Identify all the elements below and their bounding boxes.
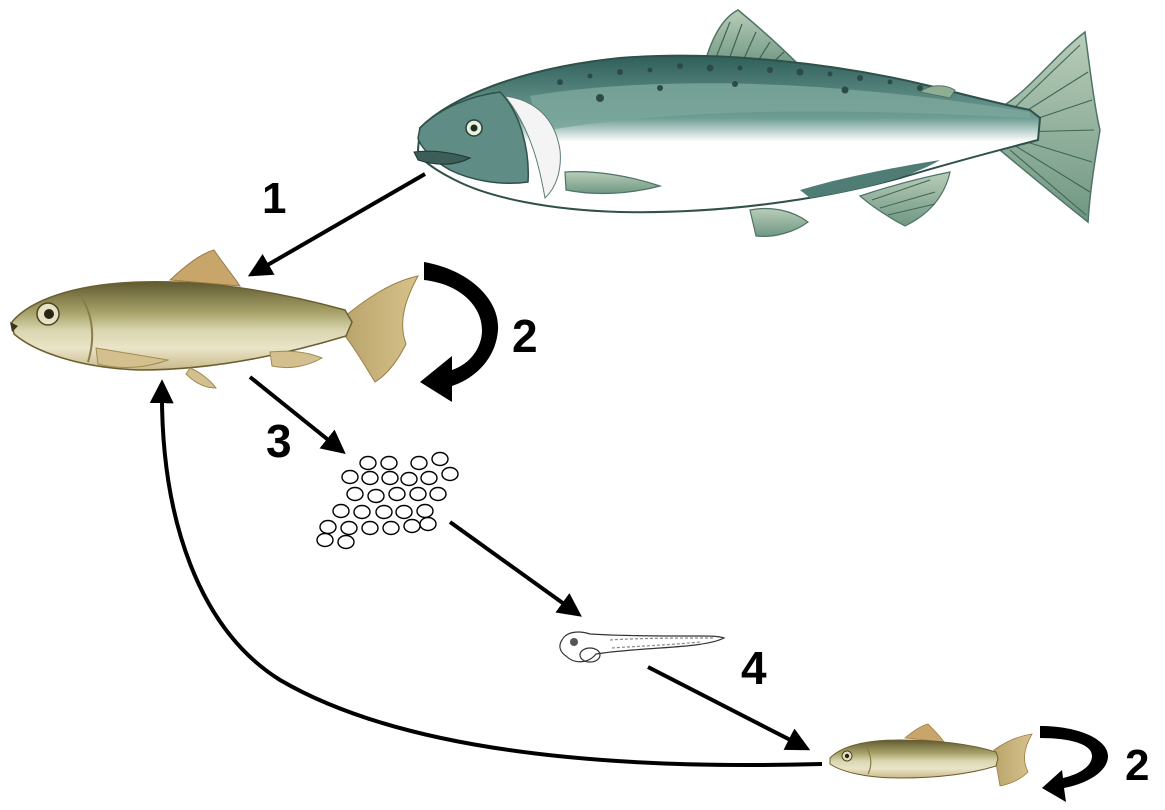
salmon-icon xyxy=(414,10,1100,236)
label-step-1: 1 xyxy=(262,174,286,223)
adult-fish-icon xyxy=(10,250,418,388)
arrow-step-3 xyxy=(250,377,342,451)
loop-arrow-adult xyxy=(420,262,498,402)
label-step-2-adult: 2 xyxy=(512,310,538,362)
label-step-2-juvenile: 2 xyxy=(1125,741,1149,790)
label-step-3: 3 xyxy=(266,415,292,467)
larva-icon xyxy=(560,632,724,662)
arrow-step-4 xyxy=(648,667,806,748)
loop-arrow-juvenile xyxy=(1040,726,1108,802)
label-step-4: 4 xyxy=(741,642,767,694)
arrow-eggs-to-larva xyxy=(450,522,578,614)
eggs-icon xyxy=(317,453,458,549)
arrows xyxy=(162,174,822,765)
arrow-juvenile-to-adult xyxy=(162,384,822,765)
juvenile-fish-icon xyxy=(830,724,1032,786)
